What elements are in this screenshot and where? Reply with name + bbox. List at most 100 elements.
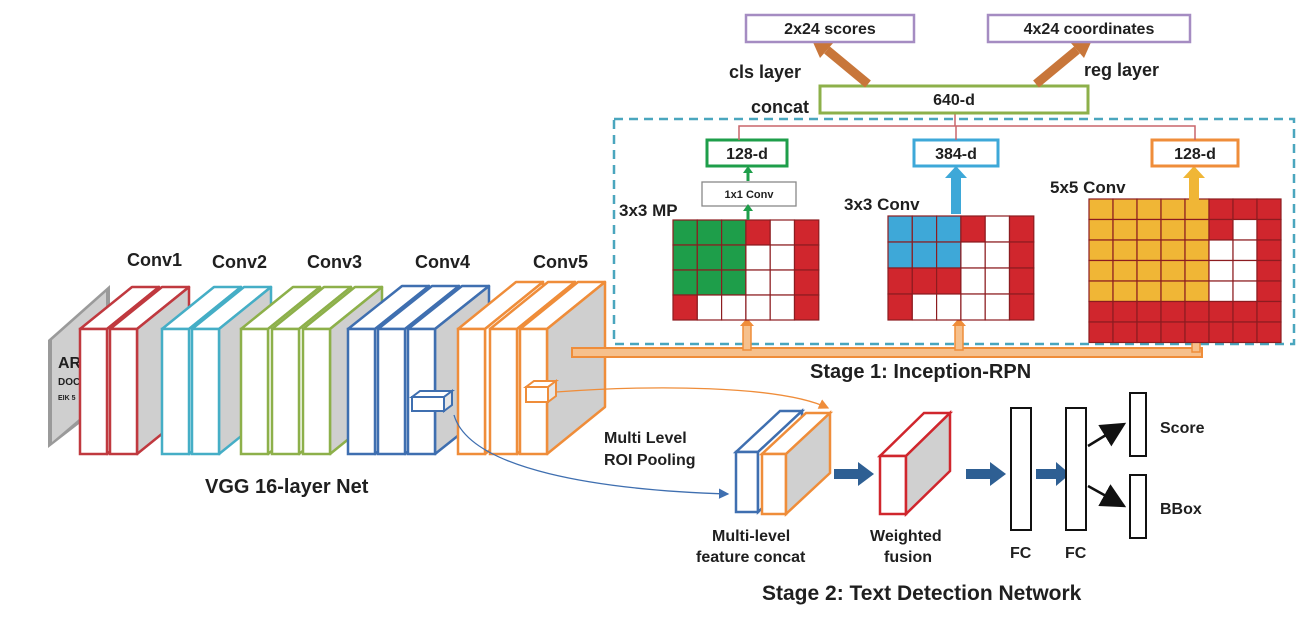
bbox-box [1129,474,1147,539]
conv3-grid-cell [960,267,986,295]
conv5-grid-cell [1136,321,1162,344]
roi-pooling-label-2: ROI Pooling [604,452,696,469]
score-box [1129,392,1147,457]
mp-grid-cell [793,294,820,321]
conv3-grid-cell [960,241,986,269]
mp-grid-cell [672,219,698,246]
conv5-grid-cell [1112,280,1138,303]
fc2-box [1065,407,1087,531]
conv5-grid-cell [1136,239,1162,262]
conv5-grid-cell [1160,280,1186,303]
mp-grid-cell [793,269,820,296]
fusion-label-line1: Weighted [870,528,942,545]
mp-grid-cell [793,244,820,271]
mp-grid-cell [696,269,723,296]
vgg-net-label: VGG 16-layer Net [205,476,369,498]
conv2-label: Conv2 [212,252,267,272]
dim-conv3-label: 384-d [935,146,977,163]
conv5-grid-cell [1184,198,1210,221]
conv5-grid-cell [1160,198,1186,221]
conv5-grid-cell [1256,239,1282,262]
scores-label: 2x24 scores [784,21,876,38]
mp-grid-cell [745,244,771,271]
score-label: Score [1160,420,1205,437]
bbox-label: BBox [1160,501,1202,518]
conv5-grid-cell [1184,239,1210,262]
mp-grid-cell [720,219,747,246]
conv3-grid-cell [935,241,962,269]
conv5-feed-arrows [571,318,1203,358]
branch-mp-label: 3x3 MP [619,201,678,220]
cls-arrow [812,40,871,88]
navy-arrow-3 [1036,462,1070,486]
input-image-text-2: DOC [58,377,80,388]
mp-grid-cell [769,219,796,246]
stage2-title: Stage 2: Text Detection Network [762,582,1082,605]
branch-conv5-label: 5x5 Conv [1050,178,1126,197]
fc1-box [1010,407,1032,531]
reg-layer-label: reg layer [1084,60,1159,80]
conv5-grid-cell [1208,218,1234,241]
mp-grid-cell [769,244,796,271]
fc1-label: FC [1010,545,1032,562]
conv5-grid-cell [1160,218,1186,241]
conv5-grid-cell [1088,239,1114,262]
mp-grid-cell [720,294,747,321]
scores-box [744,13,916,44]
conv3-grid-cell [1008,267,1035,295]
conv3-grid-cell [887,267,913,295]
mp-grid-cell [672,294,698,321]
stage1-dashed-border [612,117,1296,346]
dim-box-conv3 [912,138,1000,168]
conv5-grid-cell [1208,300,1234,323]
conv5-grid-cell [1232,218,1258,241]
conv3-grid-cell [1008,241,1035,269]
concat-dim-label: 640-d [933,92,975,109]
conv5-grid-cell [1232,259,1258,282]
conv1x1-label: 1x1 Conv [725,189,775,201]
mp-grid-cell [769,269,796,296]
conv5-grid-cell [1232,239,1258,262]
conv3-grid-cell [935,215,962,243]
conv3-grid-cell [911,241,938,269]
conv3-grid-cell [911,293,938,321]
conv3-grid-cell [887,293,913,321]
conv5-grid-cell [1112,300,1138,323]
conv5-grid-cell [1160,300,1186,323]
conv5-grid-cell [1184,280,1210,303]
mp-grid-cell [696,294,723,321]
conv3-grid-cell [911,215,938,243]
roi-box-conv5 [523,379,559,404]
conv5-grid-cell [1088,280,1114,303]
conv4-label: Conv4 [415,252,470,272]
mp-grid-cell [696,244,723,271]
conv5-grid-cell [1232,300,1258,323]
roi-box-conv4 [409,389,455,413]
conv5-grid-cell [1208,259,1234,282]
stage1-title: Stage 1: Inception-RPN [810,361,1031,383]
dim-mp-label: 128-d [726,146,768,163]
conv3-grid-cell [960,215,986,243]
navy-arrow-1 [834,462,874,486]
conv5-grid-cell [1232,280,1258,303]
conv5-grid-cell [1136,300,1162,323]
input-image-text-1: AR [58,355,82,372]
conv5-grid-cell [1256,321,1282,344]
conv5-grid-cell [1088,218,1114,241]
concat-label-line1: Multi-level [712,528,790,545]
mp-grid-cell [672,244,698,271]
conv5-grid-cell [1256,198,1282,221]
conv3-grid-cell [984,215,1011,243]
input-image-text-3: EIK 5 [58,395,76,402]
mp-grid-cell [720,244,747,271]
conv5-grid-cell [1256,218,1282,241]
conv3-grid-cell [984,267,1011,295]
mp-grid-cell [696,219,723,246]
conv5-grid-cell [1208,198,1234,221]
vgg-layer-stack [78,280,607,456]
conv5-grid-cell [1112,218,1138,241]
conv5-grid-cell [1088,198,1114,221]
concat-box [818,84,1090,115]
conv5-grid-cell [1208,280,1234,303]
